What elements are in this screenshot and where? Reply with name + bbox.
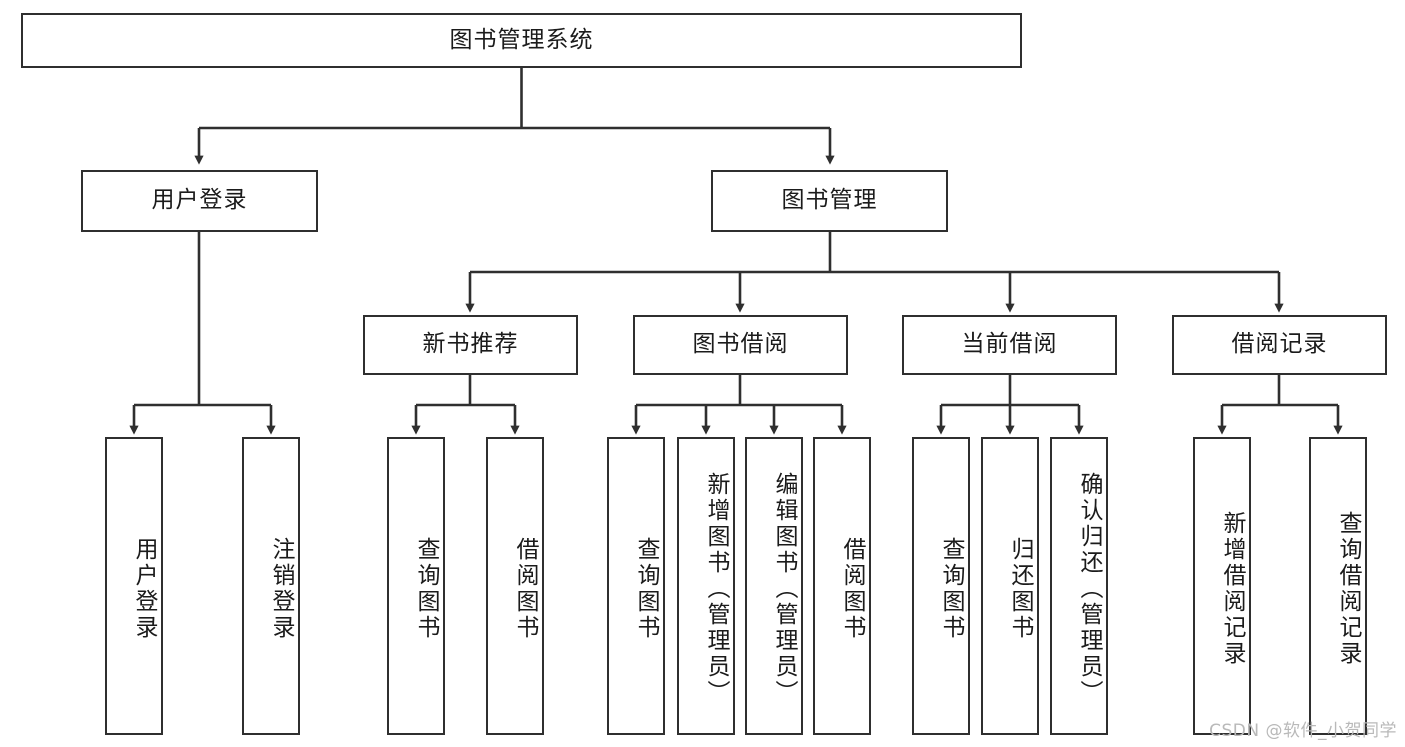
node-new-book-rec[interactable]: 新书推荐: [363, 315, 578, 375]
leaf-add-record-label: 新增借阅记录: [1219, 511, 1245, 667]
node-book-manage[interactable]: 图书管理: [711, 170, 948, 232]
leaf-borrow-book-2[interactable]: 借阅图书: [813, 437, 871, 735]
leaf-borrow-book-1-label: 借阅图书: [512, 537, 538, 641]
node-book-borrow-label: 图书借阅: [692, 331, 789, 358]
leaf-query-record[interactable]: 查询借阅记录: [1309, 437, 1367, 735]
leaf-return-book[interactable]: 归还图书: [981, 437, 1039, 735]
node-user-login[interactable]: 用户登录: [81, 170, 318, 232]
leaf-query-book-3-label: 查询图书: [938, 537, 964, 641]
leaf-confirm-return-label: 确认归还（管理员）: [1076, 472, 1102, 706]
leaf-add-record[interactable]: 新增借阅记录: [1193, 437, 1251, 735]
leaf-user-logout-label: 注销登录: [268, 537, 294, 641]
node-root[interactable]: 图书管理系统: [21, 13, 1022, 68]
node-user-login-label: 用户登录: [151, 187, 248, 214]
node-borrow-record[interactable]: 借阅记录: [1172, 315, 1387, 375]
node-book-borrow[interactable]: 图书借阅: [633, 315, 848, 375]
leaf-add-book-label: 新增图书（管理员）: [703, 472, 729, 706]
csdn-watermark: CSDN @软件_小贺同学: [1209, 721, 1397, 741]
leaf-user-login[interactable]: 用户登录: [105, 437, 163, 735]
leaf-query-book-1-label: 查询图书: [413, 537, 439, 641]
leaf-query-book-2-label: 查询图书: [633, 537, 659, 641]
leaf-add-book[interactable]: 新增图书（管理员）: [677, 437, 735, 735]
node-current-borrow-label: 当前借阅: [961, 331, 1058, 358]
node-new-book-rec-label: 新书推荐: [422, 331, 519, 358]
leaf-query-book-2[interactable]: 查询图书: [607, 437, 665, 735]
leaf-user-logout[interactable]: 注销登录: [242, 437, 300, 735]
leaf-edit-book-label: 编辑图书（管理员）: [771, 472, 797, 706]
node-root-label: 图书管理系统: [449, 26, 594, 53]
leaf-query-book-1[interactable]: 查询图书: [387, 437, 445, 735]
leaf-query-record-label: 查询借阅记录: [1335, 511, 1361, 667]
leaf-confirm-return[interactable]: 确认归还（管理员）: [1050, 437, 1108, 735]
leaf-return-book-label: 归还图书: [1007, 537, 1033, 641]
leaf-borrow-book-2-label: 借阅图书: [839, 537, 865, 641]
node-book-manage-label: 图书管理: [781, 187, 878, 214]
leaf-user-login-label: 用户登录: [131, 537, 157, 641]
node-borrow-record-label: 借阅记录: [1231, 331, 1328, 358]
leaf-borrow-book-1[interactable]: 借阅图书: [486, 437, 544, 735]
node-current-borrow[interactable]: 当前借阅: [902, 315, 1117, 375]
leaf-query-book-3[interactable]: 查询图书: [912, 437, 970, 735]
leaf-edit-book[interactable]: 编辑图书（管理员）: [745, 437, 803, 735]
